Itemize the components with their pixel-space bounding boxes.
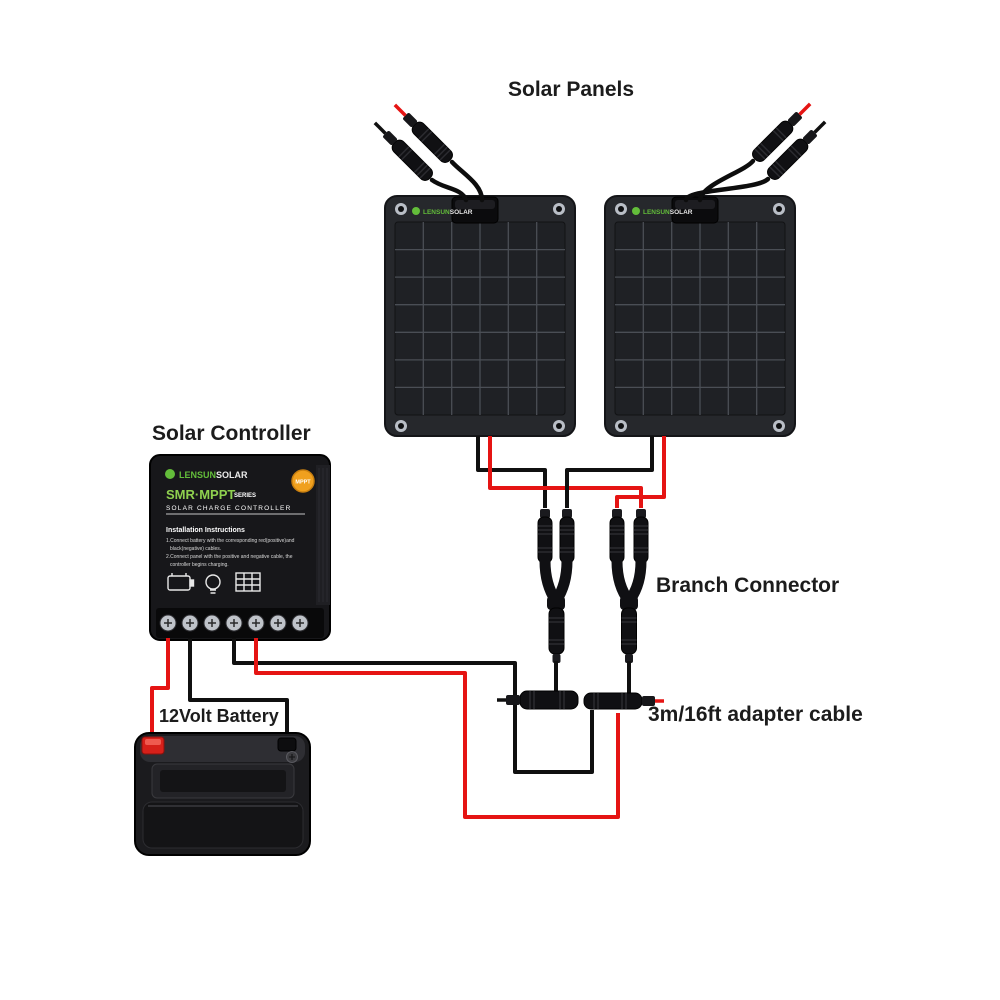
- svg-text:LENSUNSOLAR: LENSUNSOLAR: [179, 470, 248, 480]
- terminal-screws: [159, 614, 309, 632]
- battery-icon: [167, 573, 195, 591]
- branch-connector-left: [539, 555, 573, 663]
- left-panel-mc4-positive: [393, 103, 456, 166]
- battery: [134, 732, 311, 856]
- left-panel-cable-1: [429, 177, 469, 203]
- adapter-cable-connector-right: [583, 692, 664, 710]
- lamp-icon: [205, 574, 221, 594]
- battery-negative-terminal: [277, 737, 297, 752]
- right-panel-cable-2: [683, 176, 771, 203]
- instructions-title: Installation Instructions: [166, 527, 245, 534]
- wire-controller-adapter-negative: [232, 638, 594, 774]
- label-adapter-cable: 3m/16ft adapter cable: [648, 703, 863, 726]
- label-solar-panels: Solar Panels: [508, 78, 635, 101]
- solar-panel-left: [384, 195, 576, 437]
- branch-connector-right: [611, 555, 647, 663]
- battery-lower-flap: [142, 801, 304, 849]
- solar-panel-icon: [235, 572, 261, 592]
- wire-controller-adapter-positive: [254, 638, 620, 819]
- right-panel-mc4-positive: [749, 102, 812, 165]
- solar-controller: LENSUNSOLAR MPPT SMR·MPPT SERIES SOLAR C…: [149, 454, 331, 641]
- wire-right-panel-positive: [615, 436, 666, 508]
- instruction-line-2: black(negative) cables.: [170, 546, 221, 552]
- mid-mc4-connector-4: [633, 508, 649, 564]
- battery-positive-terminal: [141, 736, 165, 755]
- terminal-strip: [156, 608, 324, 638]
- instruction-line-3: 2.Connect panel with the positive and ne…: [166, 554, 293, 560]
- left-panel-cable-2: [449, 159, 485, 203]
- battery-front-recess: [160, 770, 286, 792]
- right-panel-cable-1: [697, 158, 756, 203]
- controller-brand-logo: LENSUNSOLAR: [165, 469, 248, 480]
- battery-screw: [286, 751, 298, 763]
- adapter-cable-connector-left: [497, 690, 579, 710]
- panel-pigtail-cables: [429, 158, 771, 203]
- mppt-badge: MPPT: [291, 469, 315, 493]
- left-panel-mc4-negative: [373, 121, 436, 184]
- controller-brand-prefix: LENSUN: [179, 470, 216, 480]
- panel-output-wires: [476, 436, 666, 508]
- wire-controller-battery-negative: [188, 638, 289, 732]
- battery-top-face: [140, 736, 305, 762]
- instruction-line-4: controller begins charging.: [170, 562, 229, 568]
- controller-subtitle: SOLAR CHARGE CONTROLLER: [166, 505, 291, 512]
- solar-panel-right: [604, 195, 796, 437]
- controller-icons: [167, 572, 261, 594]
- controller-series-suffix: SERIES: [234, 493, 256, 499]
- instruction-line-1: 1.Connect battery with the corresponding…: [166, 538, 295, 544]
- wire-right-panel-negative: [565, 436, 654, 508]
- controller-wires: [150, 638, 620, 819]
- mid-mc4-connector-3: [609, 508, 625, 564]
- mid-mc4-connector-2: [559, 508, 575, 564]
- label-solar-controller: Solar Controller: [152, 422, 311, 445]
- right-panel-mc4-negative: [764, 120, 827, 183]
- wire-controller-battery-positive: [150, 638, 170, 736]
- mid-mc4-connector-1: [537, 508, 553, 564]
- controller-series-name: SMR·MPPT: [166, 487, 235, 502]
- label-branch-connector: Branch Connector: [656, 574, 840, 597]
- label-battery: 12Volt Battery: [156, 705, 282, 728]
- controller-brand-suffix: SOLAR: [216, 470, 248, 480]
- mppt-badge-text: MPPT: [295, 480, 311, 486]
